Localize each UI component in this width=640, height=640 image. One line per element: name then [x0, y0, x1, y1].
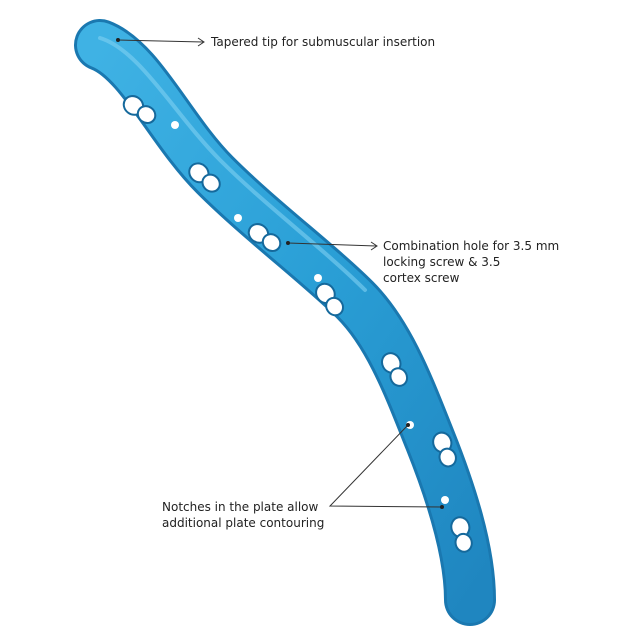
hole-callout-line: locking screw & 3.5	[383, 255, 501, 269]
hole-callout-line: cortex screw	[383, 271, 460, 285]
notch-leader-line	[328, 424, 443, 508]
notch-callout-line: Notches in the plate allow	[162, 500, 319, 514]
plate-notch	[314, 274, 322, 282]
plate-notch	[148, 154, 156, 162]
hole-leader-line	[287, 242, 377, 247]
plate-notch	[336, 331, 344, 339]
combination-hole	[188, 162, 221, 193]
tip-leader-dot	[116, 38, 120, 42]
combination-hole	[247, 223, 282, 252]
hole-arrowhead	[370, 241, 378, 251]
combination-hole	[315, 282, 344, 317]
plate-notch	[171, 121, 179, 129]
hole-callout: Combination hole for 3.5 mm locking scre…	[383, 238, 559, 286]
notch-leader-dot-1	[406, 423, 410, 427]
combination-hole	[450, 516, 473, 553]
plate-highlight	[98, 36, 367, 292]
plate-notch	[234, 214, 242, 222]
combination-hole	[432, 431, 457, 468]
tip-callout: Tapered tip for submuscular insertion	[211, 35, 436, 49]
notch-leader-dot-2	[440, 505, 444, 509]
hole-callout-line: Combination hole for 3.5 mm	[383, 239, 560, 253]
tip-leader-line	[117, 39, 204, 43]
plate-notch	[441, 496, 449, 504]
combination-hole	[381, 352, 409, 387]
notch-callout-line: additional plate contouring	[162, 516, 325, 530]
hole-leader-dot	[286, 241, 290, 245]
notch-callout: Notches in the plate allow additional pl…	[162, 499, 324, 531]
tip-arrowhead	[197, 37, 205, 47]
combination-hole	[122, 95, 157, 124]
